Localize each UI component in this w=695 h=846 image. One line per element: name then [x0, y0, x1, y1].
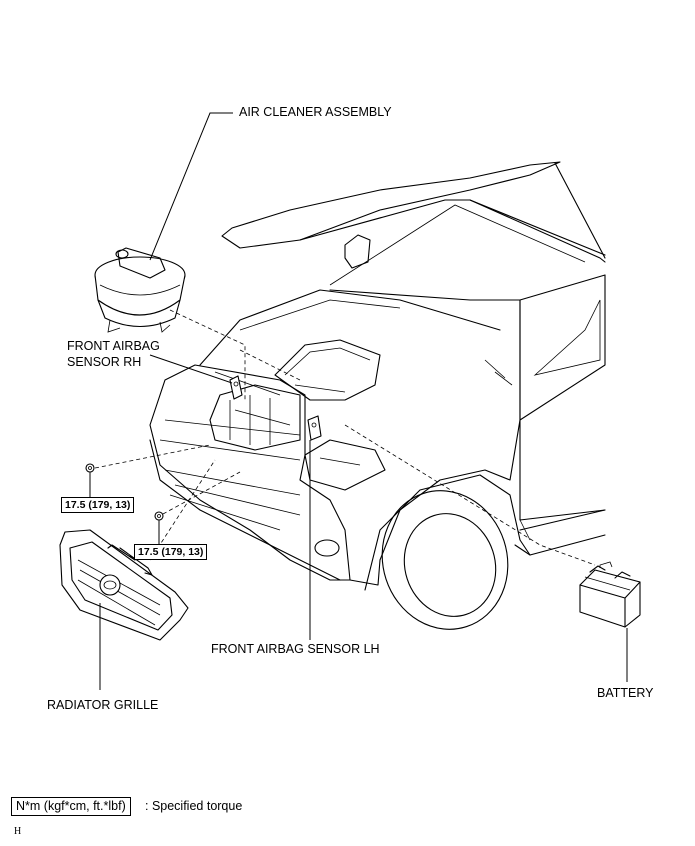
installation-lines	[94, 309, 596, 566]
front-door	[519, 274, 606, 421]
sensor-lh-label: FRONT AIRBAG SENSOR LH	[211, 642, 380, 656]
front-airbag-sensor-lh-part	[307, 415, 322, 441]
front-bumper	[149, 439, 341, 581]
headlamp	[304, 439, 386, 491]
battery-label: BATTERY	[597, 686, 654, 700]
air-cleaner-part	[94, 247, 186, 333]
front-body	[149, 364, 351, 581]
torque-legend-description: : Specified torque	[145, 799, 243, 813]
radiator-grille-label: RADIATOR GRILLE	[47, 698, 159, 712]
sensor-rh-label-line2: SENSOR RH	[67, 355, 142, 369]
torque-value-lower: 17.5 (179, 13)	[134, 544, 208, 560]
sensor-rh-label-line1: FRONT AIRBAG	[67, 339, 160, 353]
front-airbag-sensor-rh-part	[229, 375, 243, 400]
figure-code: H	[14, 826, 22, 837]
torque-value-upper: 17.5 (179, 13)	[61, 497, 135, 513]
side-mirror	[344, 234, 371, 269]
air-cleaner-label: AIR CLEANER ASSEMBLY	[239, 105, 392, 119]
hood-panel	[221, 161, 561, 249]
fog-lamp	[314, 539, 340, 557]
engine-bay	[209, 339, 381, 451]
torque-unit-legend-box: N*m (kgf*cm, ft.*lbf)	[11, 797, 131, 816]
vehicle-body	[149, 161, 606, 630]
front-wheel	[381, 490, 509, 630]
front-fender	[329, 289, 521, 586]
bolt-upper	[85, 463, 95, 473]
bolt-lower	[154, 511, 164, 521]
battery-part	[579, 561, 641, 628]
leader-lines	[89, 112, 628, 690]
radiator-grille-part	[59, 529, 189, 641]
